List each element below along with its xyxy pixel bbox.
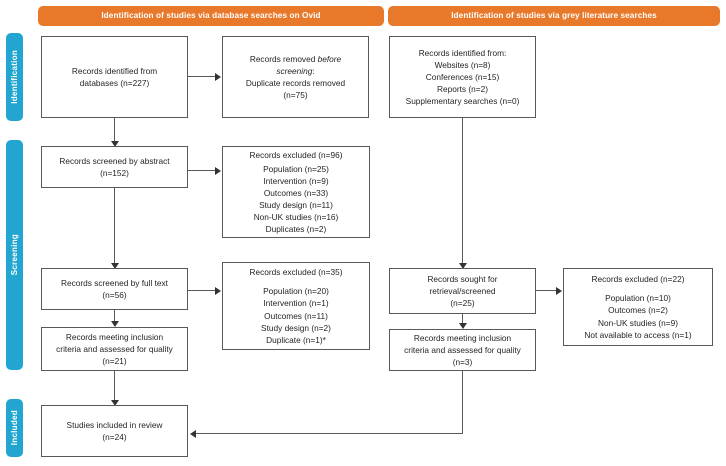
excluded-abstract-reason-1: Population (n=25) [263,163,329,174]
records-removed-text-a: Records removed [249,53,318,64]
box-records-excluded-fulltext: Records excluded (n=35) Population (n=20… [222,262,370,350]
records-removed-text-c: screening [276,65,313,76]
excluded-grey-reason-2: Outcomes (n=2) [608,305,668,316]
arrowhead-db-to-abstract [110,141,119,147]
excluded-fulltext-reason-5: Duplicate (n=1)* [266,334,326,345]
connector-inclusion-grey-horizontal [196,433,463,435]
excluded-abstract-reason-4: Study design (n=11) [259,199,333,210]
stage-included-label: Included [10,410,19,446]
excluded-grey-reason-1: Population (n=10) [605,293,671,304]
sought-retrieval-line-3: (n=25) [450,298,475,308]
stage-screening-label: Screening [10,234,19,276]
screened-fulltext-line-2: (n=56) [102,290,127,300]
excluded-abstract-reason-2: Intervention (n=9) [263,175,329,186]
records-removed-text-b: before [317,53,342,64]
arrowhead-grey-to-sought [458,263,467,269]
studies-included-line-1: Studies included in review [66,419,163,430]
banner-grey-literature: Identification of studies via grey liter… [388,6,720,26]
inclusion-db-line-1: Records meeting inclusion [65,331,164,342]
connector-db-to-abstract [114,118,116,143]
stage-included: Included [6,399,23,457]
box-studies-included: Studies included in review (n=24) [41,405,188,457]
banner-grey-label: Identification of studies via grey liter… [451,11,657,21]
arrowhead-abstract-to-fulltext [110,263,119,269]
records-identified-grey-line-4: Reports (n=2) [437,84,488,94]
box-inclusion-criteria-grey: Records meeting inclusion criteria and a… [389,329,536,371]
stage-identification-label: Identification [10,50,19,104]
studies-included-line-2: (n=24) [102,432,127,442]
inclusion-grey-line-1: Records meeting inclusion [413,332,512,343]
connector-grey-to-sought [462,118,464,266]
inclusion-grey-line-3: (n=3) [452,357,473,368]
inclusion-db-line-2: criteria and assessed for quality [56,343,173,354]
excluded-fulltext-reason-4: Study design (n=2) [261,322,331,333]
records-identified-grey-line-5: Supplementary searches (n=0) [405,96,520,107]
box-records-excluded-abstract: Records excluded (n=96) Population (n=25… [222,146,370,238]
arrowhead-db-to-removed [215,72,221,81]
arrowhead-sought-to-excluded-grey [556,286,562,295]
box-records-screened-fulltext: Records screened by full text (n=56) [41,268,188,310]
sought-retrieval-line-2: retrieval/screened [429,285,496,296]
box-records-screened-abstract: Records screened by abstract (n=152) [41,146,188,188]
connector-inclusion-grey-vertical [462,371,464,434]
connector-db-to-removed [188,76,216,78]
records-removed-line-2: screening: [276,65,314,77]
excluded-fulltext-header: Records excluded (n=35) [249,267,343,278]
arrowhead-abstract-to-excluded [215,166,221,175]
banner-database-searches: Identification of studies via database s… [38,6,384,26]
connector-sought-to-excluded-grey [536,290,557,292]
records-identified-db-line-2: databases (n=227) [79,78,150,88]
box-records-sought-retrieval: Records sought for retrieval/screened (n… [389,268,536,314]
excluded-fulltext-reason-3: Outcomes (n=11) [264,310,328,321]
sought-retrieval-line-1: Records sought for [427,273,498,284]
excluded-grey-reason-3: Non-UK studies (n=9) [597,317,678,328]
records-removed-line-4: (n=75) [283,90,308,101]
records-identified-grey-line-3: Conferences (n=15) [425,71,500,82]
excluded-abstract-header: Records excluded (n=96) [249,150,343,160]
records-removed-line-1: Records removed before [250,53,341,65]
inclusion-db-line-3: (n=21) [102,356,127,366]
excluded-fulltext-reason-2: Intervention (n=1) [263,298,329,309]
inclusion-grey-line-2: criteria and assessed for quality [404,345,521,355]
connector-fulltext-to-excluded [188,290,216,292]
excluded-fulltext-reason-1: Population (n=20) [263,286,329,297]
connector-fulltext-to-inclusion-db [114,310,116,325]
banner-database-label: Identification of studies via database s… [101,11,321,21]
connector-abstract-to-fulltext [114,188,116,266]
arrowhead-inclusion-grey-to-included [190,429,196,438]
excluded-abstract-reason-5: Non-UK studies (n=16) [253,211,339,222]
box-records-excluded-grey: Records excluded (n=22) Population (n=10… [563,268,713,346]
excluded-abstract-reason-6: Duplicates (n=2) [265,223,327,234]
excluded-grey-reason-4: Not available to access (n=1) [584,329,692,340]
stage-screening: Screening [6,140,23,370]
box-records-identified-grey: Records identified from: Websites (n=8) … [389,36,536,118]
box-records-identified-databases: Records identified from databases (n=227… [41,36,188,118]
arrowhead-sought-to-inclusion-grey [458,323,467,329]
arrowhead-fulltext-to-excluded [215,286,221,295]
connector-inclusion-db-to-included [114,371,116,403]
excluded-abstract-reason-3: Outcomes (n=33) [263,187,329,198]
screened-abstract-line-2: (n=152) [100,168,129,178]
screened-abstract-line-1: Records screened by abstract [59,155,170,166]
records-identified-db-line-1: Records identified from [71,65,158,76]
records-removed-line-3: Duplicate records removed [245,78,346,88]
records-identified-grey-line-1: Records identified from: [418,47,507,58]
stage-identification: Identification [6,33,23,121]
arrowhead-fulltext-to-inclusion-db [110,321,119,327]
connector-sought-to-inclusion-grey [462,314,464,327]
box-records-removed: Records removed before screening: Duplic… [222,36,369,118]
excluded-grey-header: Records excluded (n=22) [591,274,685,285]
screened-fulltext-line-1: Records screened by full text [61,277,168,288]
box-inclusion-criteria-db: Records meeting inclusion criteria and a… [41,327,188,371]
records-identified-grey-line-2: Websites (n=8) [434,59,491,70]
records-removed-text-d: : [312,65,315,76]
arrowhead-inclusion-db-to-included [110,400,119,406]
connector-abstract-to-excluded [188,170,216,172]
